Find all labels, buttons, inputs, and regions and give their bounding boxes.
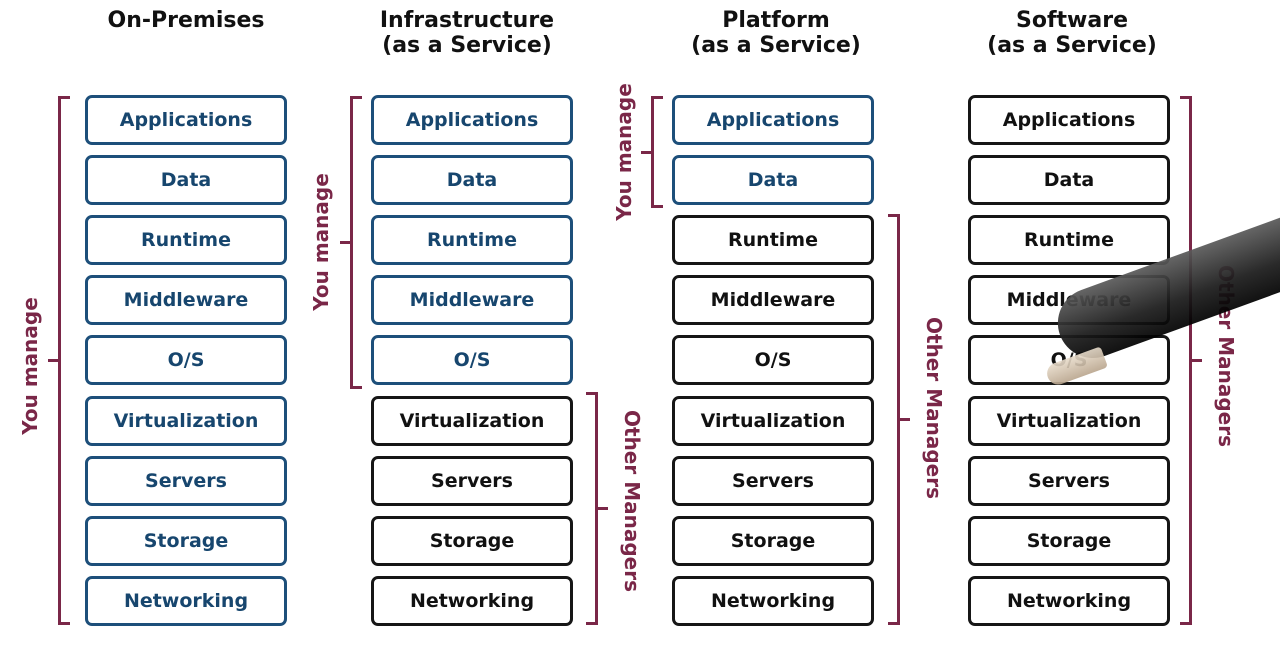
layer-os: O/S: [85, 335, 287, 385]
layer-servers: Servers: [85, 456, 287, 506]
layer-data: Data: [85, 155, 287, 205]
layer-runtime: Runtime: [371, 215, 573, 265]
label-you-manage-onprem: You manage: [18, 297, 42, 435]
layer-os: O/S: [371, 335, 573, 385]
bracket-tick: [340, 241, 350, 244]
layer-networking: Networking: [672, 576, 874, 626]
layer-middleware: Middleware: [672, 275, 874, 325]
layer-storage: Storage: [968, 516, 1170, 566]
layer-storage: Storage: [371, 516, 573, 566]
label-other-managers-iaas: Other Managers: [620, 410, 644, 592]
layer-data: Data: [672, 155, 874, 205]
layer-applications: Applications: [371, 95, 573, 145]
bracket-other-managers-iaas: [586, 392, 608, 625]
layer-virtualization: Virtualization: [672, 396, 874, 446]
bracket-other-managers-saas: [1180, 96, 1202, 625]
layer-runtime: Runtime: [85, 215, 287, 265]
label-other-managers-paas: Other Managers: [922, 317, 946, 499]
layer-applications: Applications: [85, 95, 287, 145]
layer-data: Data: [371, 155, 573, 205]
bracket-tick: [598, 507, 608, 510]
bracket-you-manage-iaas: [340, 96, 362, 389]
title-saas: Software (as a Service): [987, 8, 1157, 58]
label-you-manage-iaas: You manage: [309, 173, 333, 311]
bracket-tick: [1192, 359, 1202, 362]
bracket-other-managers-paas: [888, 214, 910, 625]
bracket-you-manage-onprem: [48, 96, 70, 625]
bracket-tick: [641, 150, 651, 154]
layer-storage: Storage: [672, 516, 874, 566]
layer-middleware: Middleware: [371, 275, 573, 325]
bracket-tick: [48, 359, 58, 362]
layer-servers: Servers: [968, 456, 1170, 506]
layer-applications: Applications: [672, 95, 874, 145]
title-paas: Platform (as a Service): [691, 8, 861, 58]
layer-runtime: Runtime: [672, 215, 874, 265]
layer-os: O/S: [672, 335, 874, 385]
bracket-you-manage-paas: [641, 96, 663, 208]
layer-applications: Applications: [968, 95, 1170, 145]
layer-storage: Storage: [85, 516, 287, 566]
layer-servers: Servers: [672, 456, 874, 506]
layer-virtualization: Virtualization: [371, 396, 573, 446]
layer-middleware: Middleware: [85, 275, 287, 325]
layer-networking: Networking: [371, 576, 573, 626]
layer-servers: Servers: [371, 456, 573, 506]
title-iaas: Infrastructure (as a Service): [379, 8, 555, 58]
layer-data: Data: [968, 155, 1170, 205]
layer-runtime: Runtime: [968, 215, 1170, 265]
layer-networking: Networking: [968, 576, 1170, 626]
bracket-tick: [900, 418, 910, 421]
layer-virtualization: Virtualization: [85, 396, 287, 446]
layer-networking: Networking: [85, 576, 287, 626]
label-you-manage-paas: You manage: [612, 83, 636, 221]
title-on-premises: On-Premises: [107, 8, 265, 33]
layer-virtualization: Virtualization: [968, 396, 1170, 446]
